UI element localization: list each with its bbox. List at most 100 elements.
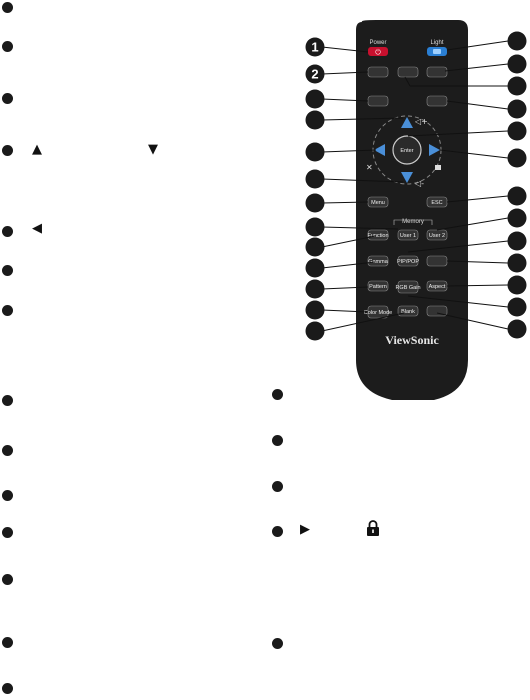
callout-r13 xyxy=(507,319,527,339)
callout-1 xyxy=(305,37,325,57)
remote-key-blank-1 xyxy=(426,255,448,267)
leader-lines-left xyxy=(321,46,405,332)
callout-5 xyxy=(305,142,325,162)
lock-icon xyxy=(366,520,380,536)
function-button xyxy=(367,229,389,241)
legend-bullet-2 xyxy=(2,41,13,52)
callout-1-label: 1 xyxy=(311,40,318,55)
legend-bullet-11 xyxy=(2,527,13,538)
legend-bullet-7 xyxy=(2,305,13,316)
legend-bullet-9 xyxy=(2,445,13,456)
esc-label: ESC xyxy=(431,200,442,206)
pip-pop-label: PIP/POP xyxy=(397,259,419,265)
callout-3 xyxy=(305,89,325,109)
enter-label: Enter xyxy=(400,148,413,154)
callout-r5 xyxy=(507,121,527,141)
callout-9 xyxy=(305,237,325,257)
legend-bullet-r3 xyxy=(272,481,283,492)
callout-8 xyxy=(305,217,325,237)
aspect-label: Aspect xyxy=(429,284,446,290)
right-arrow-icon: ▶ xyxy=(300,522,310,537)
pattern-button xyxy=(367,280,389,292)
left-arrow-icon: ◀ xyxy=(32,221,42,236)
legend-bullet-5 xyxy=(2,226,13,237)
callout-r11 xyxy=(507,275,527,295)
mute-icon: ✕ xyxy=(366,163,373,172)
nav-left-button xyxy=(374,144,385,156)
legend-bullet-14 xyxy=(2,683,13,694)
callout-r6 xyxy=(507,148,527,168)
callout-4 xyxy=(305,110,325,130)
callouts-left: 1 2 xyxy=(305,37,325,341)
enter-button xyxy=(392,135,422,165)
nav-up-button xyxy=(401,117,413,128)
memory-bracket xyxy=(393,219,433,225)
rgb-gain-label: RGB Gain xyxy=(395,285,420,291)
nav-down-button xyxy=(401,172,413,183)
callout-13 xyxy=(305,321,325,341)
power-button xyxy=(368,47,388,56)
remote-key-3b xyxy=(426,95,448,107)
power-label: Power xyxy=(369,40,386,46)
callout-2-label: 2 xyxy=(311,67,318,82)
callout-r1 xyxy=(507,31,527,51)
blank-label: Blank xyxy=(401,309,415,315)
legend-bullet-13 xyxy=(2,637,13,648)
light-indicator xyxy=(433,49,441,54)
legend-bullet-r4 xyxy=(272,526,283,537)
remote-lock-icon xyxy=(435,165,441,170)
legend-bullet-3 xyxy=(2,93,13,104)
legend-bullet-4 xyxy=(2,145,13,156)
gamma-button xyxy=(367,255,389,267)
user2-label: User 2 xyxy=(429,233,445,239)
callout-r2 xyxy=(507,54,527,74)
callout-r4 xyxy=(507,99,527,119)
nav-right-button xyxy=(429,144,440,156)
callout-7 xyxy=(305,193,325,213)
light-label: Light xyxy=(430,40,443,46)
callout-r9 xyxy=(507,231,527,251)
legend-bullet-10 xyxy=(2,490,13,501)
callout-r12 xyxy=(507,297,527,317)
callouts-right xyxy=(507,31,527,339)
legend-bullet-r2 xyxy=(272,435,283,446)
rgb-gain-button xyxy=(397,280,419,294)
callout-r7 xyxy=(507,186,527,206)
gamma-label: Gamma xyxy=(368,259,389,265)
brand-logo: ViewSonic xyxy=(385,333,439,347)
remote-key-2c xyxy=(426,66,448,78)
callout-10 xyxy=(305,258,325,278)
color-mode-label: Color Mode xyxy=(364,310,392,316)
callout-11 xyxy=(305,279,325,299)
legend-bullet-r1 xyxy=(272,389,283,400)
up-arrow-icon: ▲ xyxy=(32,142,42,157)
callout-2 xyxy=(305,64,325,84)
function-label: Function xyxy=(367,233,388,239)
remote-key-3a xyxy=(367,95,389,107)
callout-r3 xyxy=(507,76,527,96)
callout-r10 xyxy=(507,253,527,273)
legend-bullet-6 xyxy=(2,265,13,276)
user1-button xyxy=(397,229,419,241)
pattern-label: Pattern xyxy=(369,284,387,290)
volume-up-icon: ◁+ xyxy=(414,117,428,126)
power-icon: ⏻ xyxy=(375,49,381,57)
callout-12 xyxy=(305,300,325,320)
menu-label: Menu xyxy=(371,200,385,206)
legend-bullet-1 xyxy=(2,2,13,13)
legend-bullet-8 xyxy=(2,395,13,406)
remote-key-blank-2 xyxy=(426,305,448,317)
legend-bullet-r5 xyxy=(272,638,283,649)
callout-r8 xyxy=(507,208,527,228)
remote-key-2a xyxy=(367,66,389,78)
down-arrow-icon: ▼ xyxy=(148,142,158,157)
legend-bullet-12 xyxy=(2,574,13,585)
leader-lines-right xyxy=(404,40,509,330)
user1-label: User 1 xyxy=(400,233,416,239)
pip-pop-button xyxy=(397,255,419,267)
callout-6 xyxy=(305,169,325,189)
remote-key-2b xyxy=(397,66,419,78)
remote-body xyxy=(356,20,468,400)
volume-down-icon: ◁- xyxy=(414,179,424,188)
